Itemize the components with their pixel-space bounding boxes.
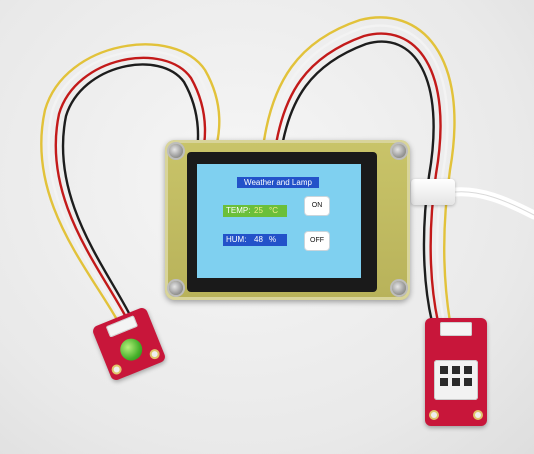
humidity-label: HUM:: [226, 235, 247, 244]
mounting-hole: [150, 350, 159, 359]
temperature-unit: °C: [269, 206, 278, 215]
temperature-label: TEMP:: [226, 206, 251, 215]
humidity-readout: HUM: 48 %: [223, 234, 287, 246]
humidity-sensor: [434, 360, 478, 400]
usb-c-plug: [411, 179, 455, 205]
sensor-grill: [440, 378, 448, 386]
green-led: [116, 335, 146, 364]
mounting-hole: [475, 412, 481, 418]
humidity-value: 48: [254, 235, 263, 244]
dht-sensor-module: [425, 318, 487, 426]
sensor-grill: [452, 366, 460, 374]
screw-top-left: [169, 144, 183, 158]
lamp-on-button[interactable]: ON: [305, 197, 329, 215]
sensor-grill: [464, 378, 472, 386]
mounting-hole: [112, 365, 121, 374]
dht-module-connector: [440, 322, 472, 336]
screw-bottom-right: [392, 281, 406, 295]
sensor-grill: [440, 366, 448, 374]
screw-bottom-left: [169, 281, 183, 295]
sensor-grill: [452, 378, 460, 386]
sensor-grill: [464, 366, 472, 374]
mounting-hole: [431, 412, 437, 418]
screen-title: Weather and Lamp: [237, 177, 319, 188]
humidity-unit: %: [269, 235, 277, 244]
lcd-screen: Weather and Lamp TEMP: 25 °C HUM: 48 % O…: [197, 164, 361, 278]
temperature-value: 25: [254, 206, 263, 215]
screw-top-right: [392, 144, 406, 158]
lamp-off-button[interactable]: OFF: [305, 232, 329, 250]
temperature-readout: TEMP: 25 °C: [223, 205, 287, 217]
